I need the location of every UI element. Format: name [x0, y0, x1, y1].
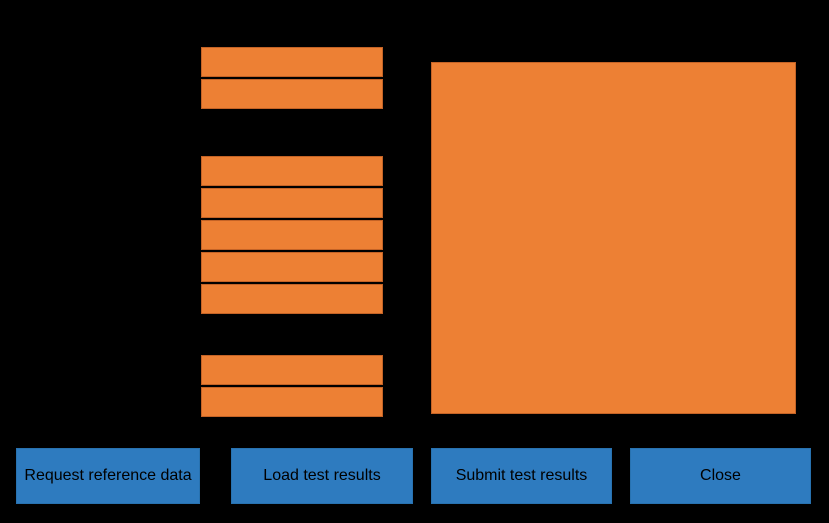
redacted-field[interactable]	[201, 252, 383, 282]
field-group-middle	[201, 156, 383, 314]
redacted-field[interactable]	[201, 387, 383, 417]
load-test-results-button[interactable]: Load test results	[231, 448, 413, 504]
redacted-field[interactable]	[201, 47, 383, 77]
request-reference-data-button[interactable]: Request reference data	[16, 448, 200, 504]
redacted-content-panel[interactable]	[431, 62, 796, 414]
redacted-field[interactable]	[201, 355, 383, 385]
field-group-top	[201, 47, 383, 109]
field-group-bottom	[201, 355, 383, 417]
redacted-field[interactable]	[201, 188, 383, 218]
redacted-field[interactable]	[201, 79, 383, 109]
close-button[interactable]: Close	[630, 448, 811, 504]
redacted-field[interactable]	[201, 156, 383, 186]
redacted-field[interactable]	[201, 220, 383, 250]
redacted-field[interactable]	[201, 284, 383, 314]
submit-test-results-button[interactable]: Submit test results	[431, 448, 612, 504]
